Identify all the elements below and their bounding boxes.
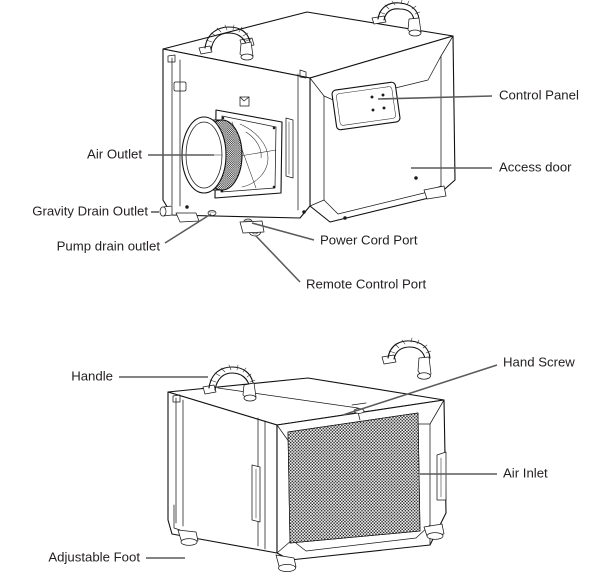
front-face-corner-tab [167, 54, 176, 63]
rear-left-corner-tab [172, 394, 181, 403]
callout-adjustable-foot: Adjustable Foot [48, 549, 185, 564]
front-small-bracket-detail [239, 96, 250, 102]
adjustable-foot-part[interactable] [177, 529, 199, 546]
handle-fr-ribs [378, 0, 421, 15]
control-panel-screw-1 [370, 95, 374, 99]
control-panel-plate[interactable] [331, 81, 401, 131]
callout-handle: Handle [71, 368, 208, 383]
handle-fl-ribs [205, 24, 252, 43]
callout-hand-screw: Hand Screw [342, 354, 575, 416]
label-access-door: Access door [499, 159, 572, 174]
rear-right-side-rail [436, 451, 447, 501]
handle-rl-base-left [202, 384, 217, 395]
control-panel-screw-3 [371, 108, 375, 112]
handle-rl-strap-outer [208, 366, 254, 389]
label-hand-screw: Hand Screw [503, 354, 575, 369]
rear-top-notch [351, 402, 367, 406]
handle-fl-strap-inner [210, 32, 247, 51]
air-inlet-mesh [288, 413, 420, 543]
handle-front-left[interactable] [198, 24, 255, 61]
handle-fr-base-left [371, 15, 387, 25]
callout-access-door: Access door [411, 159, 572, 174]
feet-front-view [175, 185, 447, 234]
label-adjustable-foot: Adjustable Foot [48, 549, 140, 564]
control-panel-bezel [336, 86, 396, 126]
control-panel-screw-2 [381, 93, 385, 97]
callout-remote-control-port: Remote Control Port [255, 235, 427, 291]
access-door-screw-1 [414, 176, 418, 180]
outlet-mount-dot-2 [272, 126, 276, 130]
label-pump-drain-outlet: Pump drain outlet [57, 238, 161, 253]
leader-pump-drain-outlet [164, 213, 212, 244]
label-gravity-drain-outlet: Gravity Drain Outlet [32, 203, 148, 218]
control-panel-part[interactable] [331, 81, 401, 131]
front-side-rail [285, 117, 294, 179]
label-air-outlet: Air Outlet [87, 146, 142, 161]
handle-fr-strap-outer [377, 2, 420, 20]
handle-rr-anchor-pad [417, 372, 431, 380]
air-outlet-assembly [181, 109, 283, 199]
outlet-mount-dot-3 [272, 185, 276, 189]
outlet-fan-arc-2 [245, 131, 262, 159]
label-power-cord-port: Power Cord Port [320, 232, 418, 247]
unit-rear-view [167, 337, 447, 572]
outlet-fan-arc-1 [239, 123, 269, 188]
callout-air-inlet: Air Inlet [420, 465, 548, 480]
outlet-mount-dot-1 [221, 116, 225, 120]
foot-front-right [239, 220, 265, 234]
label-remote-control-port: Remote Control Port [306, 276, 427, 291]
front-panel-screw-1 [185, 205, 189, 209]
rear-left-edge-rib [175, 397, 184, 527]
rear-left-face [167, 391, 278, 554]
foot-rear-right-pad [426, 532, 444, 540]
leader-control-panel [377, 95, 493, 100]
label-air-inlet: Air Inlet [503, 465, 548, 480]
handle-fl-anchor-pad [240, 53, 254, 61]
air-inlet-part[interactable] [286, 411, 424, 547]
handle-rear-right[interactable] [381, 337, 432, 380]
handle-fr-anchor-pad [408, 29, 422, 37]
foot-rear-center-bracket [275, 554, 297, 568]
adjustable-foot-bracket [177, 529, 199, 542]
access-door-screw-2 [302, 210, 306, 214]
front-face-corner-tab-2 [299, 69, 307, 79]
control-panel-screw-4 [382, 106, 386, 110]
handle-rr-base-left [381, 354, 397, 365]
foot-front-left [175, 212, 200, 223]
callout-air-outlet: Air Outlet [87, 146, 214, 161]
handle-rl-strap-inner [214, 372, 250, 391]
handle-rear-left[interactable] [202, 364, 257, 402]
right-face-left-chamfer [309, 77, 325, 207]
gravity-drain-outlet-part[interactable] [159, 205, 173, 217]
handle-rr-ribs [388, 337, 432, 354]
access-door-screw-3 [343, 216, 347, 220]
unit-front-view [159, 0, 456, 237]
leader-power-cord-port [251, 222, 315, 241]
leader-remote-control-port [255, 235, 301, 283]
air-inlet-frame-outline [287, 412, 421, 544]
callout-gravity-drain-outlet: Gravity Drain Outlet [32, 203, 159, 218]
handle-fl-strap-outer [204, 26, 251, 49]
rear-left-lower-tab [173, 504, 181, 531]
leader-hand-screw [342, 364, 498, 416]
callout-control-panel: Control Panel [377, 87, 579, 102]
rear-right-bottom-chamfer [291, 524, 431, 552]
foot-rear-center-pad [278, 564, 296, 572]
feet-rear-view [177, 523, 445, 572]
callout-pump-drain-outlet: Pump drain outlet [57, 213, 212, 253]
handle-front-right[interactable] [371, 0, 422, 37]
handle-rr-strap-inner [393, 346, 426, 360]
adjustable-foot-pad [180, 538, 198, 546]
gravity-drain-spout [159, 206, 167, 217]
handle-fl-base-left [198, 45, 213, 55]
label-handle: Handle [71, 368, 113, 383]
handle-rl-ribs [209, 364, 256, 383]
label-control-panel: Control Panel [499, 87, 579, 102]
callout-power-cord-port: Power Cord Port [251, 222, 418, 247]
foot-rear-right [423, 185, 447, 200]
handle-rl-anchor-pad [243, 394, 257, 402]
handle-fr-strap-inner [383, 8, 415, 21]
